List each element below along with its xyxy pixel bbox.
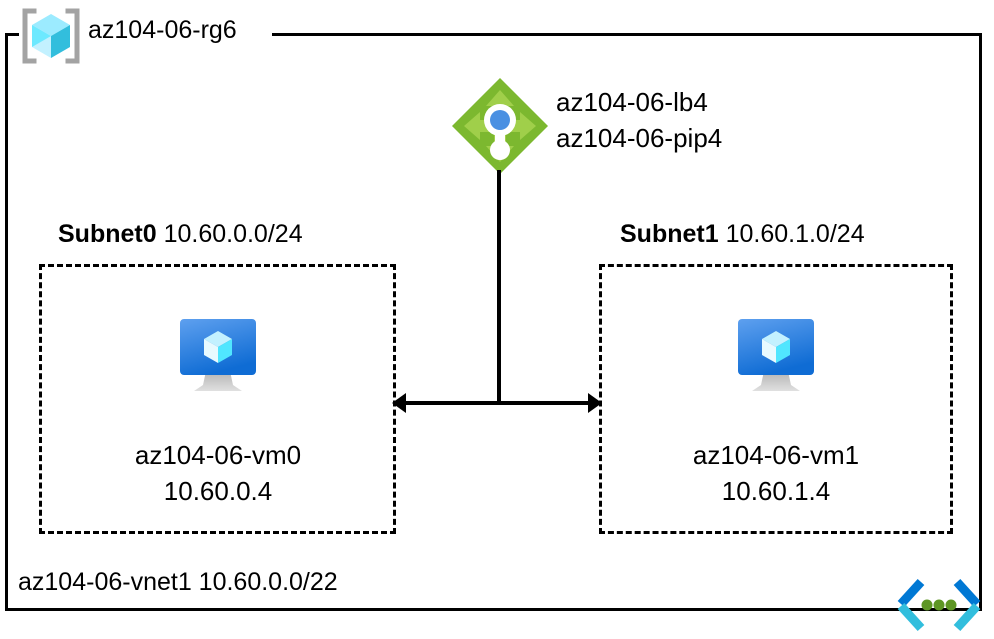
resource-group-cube-icon (20, 5, 82, 67)
resource-group-border-right (979, 33, 982, 611)
vm1-ip: 10.60.1.4 (721, 476, 831, 507)
subnet-connector-arrow-right (588, 393, 602, 413)
subnet-connector-arrow-left (392, 393, 406, 413)
load-balancer-labels: az104-06-lb4 az104-06-pip4 (556, 85, 722, 157)
subnet0-name: Subnet0 (58, 220, 157, 248)
vnet-label: az104-06-vnet1 10.60.0.0/22 (18, 568, 338, 596)
subnet-connector-line (404, 401, 590, 405)
resource-group-border-top-left (5, 33, 19, 36)
subnet0-cidr: 10.60.0.0/24 (163, 220, 303, 248)
vm0-labels: az104-06-vm0 10.60.0.4 (38, 437, 398, 510)
public-ip-name: az104-06-pip4 (556, 122, 723, 153)
resource-group-border-top-right (272, 33, 982, 36)
subnet1-cidr: 10.60.1.0/24 (725, 220, 865, 248)
vm0-ip: 10.60.0.4 (163, 476, 273, 507)
virtual-network-icon (893, 578, 985, 634)
vm0-name: az104-06-vm0 (134, 440, 302, 470)
resource-group-border-left (5, 33, 8, 611)
load-balancer-connector-line (497, 170, 501, 402)
subnet1-heading: Subnet1 10.60.1.0/24 (620, 222, 865, 247)
resource-group-label: az104-06-rg6 (88, 16, 237, 44)
load-balancer-icon (448, 74, 552, 178)
virtual-machine-icon (728, 313, 824, 397)
vm1-labels: az104-06-vm1 10.60.1.4 (596, 437, 956, 510)
virtual-machine-icon (170, 313, 266, 397)
subnet0-heading: Subnet0 10.60.0.0/24 (58, 222, 303, 247)
load-balancer-name: az104-06-lb4 (556, 87, 708, 117)
subnet1-name: Subnet1 (620, 220, 719, 248)
resource-group-border-bottom (5, 608, 982, 611)
vm1-name: az104-06-vm1 (692, 440, 860, 470)
